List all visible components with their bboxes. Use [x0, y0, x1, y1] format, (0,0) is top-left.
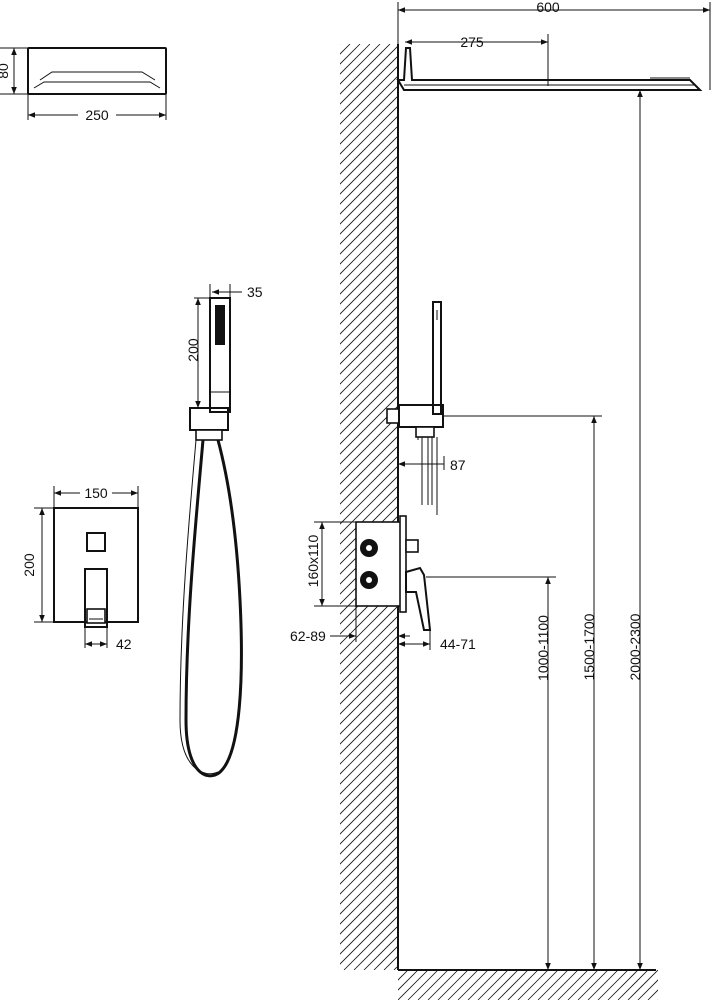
dim-holder-height: 1500-1700 [444, 415, 602, 970]
label-head-length: 250 [85, 107, 109, 123]
dim-head-length: 250 [27, 94, 167, 123]
dim-plate-height: 200 [21, 507, 54, 623]
label-box-size: 160x110 [305, 534, 321, 587]
label-handset-width: 35 [247, 284, 263, 300]
label-handset-length: 200 [185, 338, 201, 362]
dim-handset-width: 35 [209, 284, 263, 300]
dim-holder-projection: 87 [398, 456, 466, 473]
label-plate-height: 200 [21, 553, 37, 577]
label-plate-width: 150 [84, 485, 108, 501]
dim-head-width: 600 [397, 0, 711, 90]
hand-shower-side-view [386, 301, 444, 515]
dim-head-depth: 80 [0, 47, 28, 95]
dim-head-height: 2000-2300 [627, 90, 643, 970]
hand-shower-assembly [179, 297, 243, 778]
dim-plate-width: 150 [53, 485, 139, 508]
floor-section [398, 969, 658, 1000]
dim-handset-length: 200 [185, 297, 210, 409]
mixer-body-in-wall [355, 515, 432, 631]
dim-lever-offset: 44-71 [398, 630, 476, 652]
label-head-arm: 275 [460, 34, 484, 50]
rain-shower-head-front-view [27, 47, 167, 95]
dim-lever-projection: 42 [84, 627, 132, 652]
label-box-depth: 62-89 [290, 628, 326, 644]
label-head-height: 2000-2300 [627, 613, 643, 680]
label-mixer-height: 1000-1100 [535, 615, 551, 681]
label-holder-height: 1500-1700 [581, 613, 597, 680]
label-lever-projection: 42 [116, 636, 132, 652]
wall-section [340, 44, 399, 970]
dim-box-size: 160x110 [305, 521, 356, 607]
dim-mixer-height: 1000-1100 [426, 576, 556, 970]
label-head-depth: 80 [0, 63, 11, 79]
label-head-width: 600 [536, 0, 560, 15]
mixer-plate-front-view [53, 507, 139, 628]
floor-hatching [398, 970, 658, 1000]
wall-hatching [340, 44, 398, 970]
label-lever-offset: 44-71 [440, 636, 476, 652]
label-holder-projection: 87 [450, 457, 466, 473]
dim-box-depth: 62-89 [290, 606, 410, 644]
rain-shower-head-side-view [396, 47, 703, 91]
dim-head-arm: 275 [405, 34, 549, 80]
